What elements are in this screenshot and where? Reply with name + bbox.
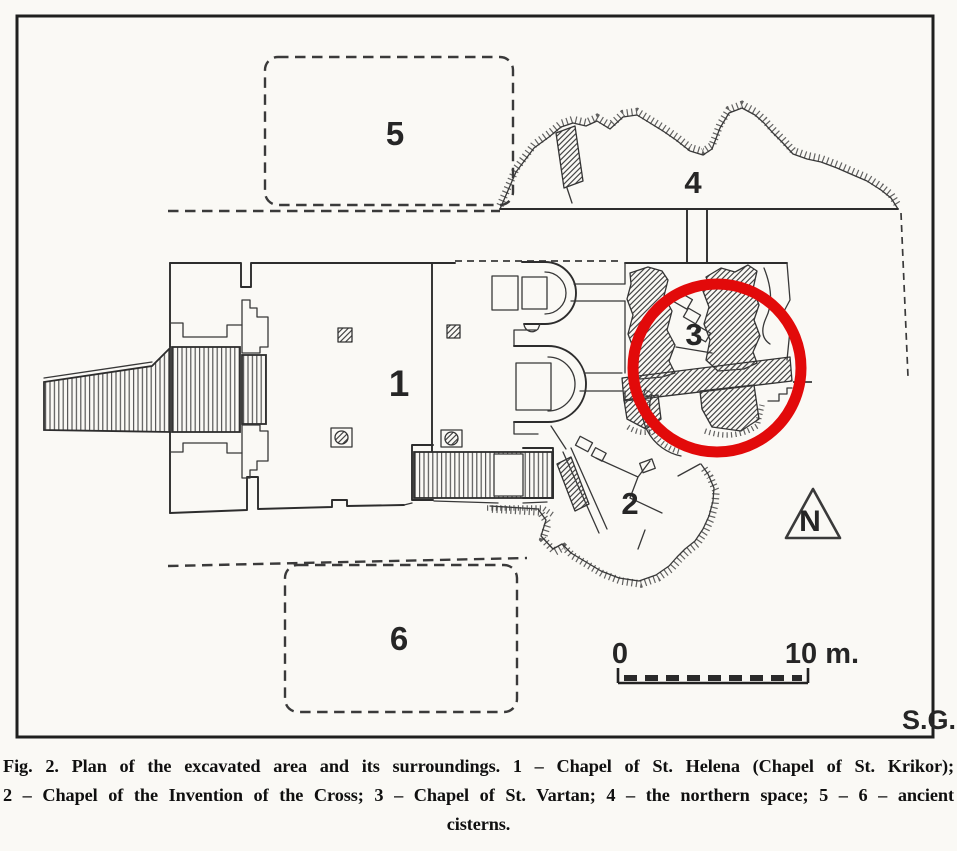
north-arrow: N bbox=[784, 487, 842, 540]
rock-edge-hatching bbox=[496, 100, 902, 208]
pillar-tail bbox=[566, 187, 573, 204]
south-stair-band bbox=[413, 451, 554, 499]
cave-edge-hatching bbox=[491, 464, 720, 588]
chapel1-south-wall bbox=[169, 476, 405, 514]
chapel-st-helena-1: 1 bbox=[43, 260, 623, 514]
north-apse-inner bbox=[544, 271, 567, 315]
fallen-pillar bbox=[555, 125, 584, 189]
cistern-6-label: 6 bbox=[390, 620, 408, 657]
highlight-circle bbox=[627, 278, 807, 458]
rock-lobe-east bbox=[699, 384, 760, 432]
rock-fringe-west bbox=[626, 423, 663, 435]
north-apse-outer bbox=[521, 261, 577, 325]
scale-end-label: 10 m. bbox=[785, 638, 859, 670]
south-apse-outer bbox=[513, 345, 587, 423]
chapel2-label: 2 bbox=[621, 486, 638, 521]
north-corridor bbox=[570, 283, 626, 302]
northern-space-label: 4 bbox=[684, 165, 702, 200]
south-apse-altar bbox=[515, 362, 552, 411]
outer-staircase bbox=[43, 345, 171, 433]
excavation-plan-figure: 5 6 4 bbox=[15, 14, 956, 739]
south-apse-steps bbox=[513, 421, 567, 450]
wall-remain-line bbox=[675, 346, 713, 354]
caption-line-3: cisterns. bbox=[446, 814, 511, 834]
stair-landing bbox=[493, 453, 524, 497]
pier-hatched-nw bbox=[337, 327, 353, 343]
scale-bar: 0 10 m. bbox=[612, 638, 859, 685]
wall-pier bbox=[686, 208, 708, 263]
stair-top-edge bbox=[43, 361, 153, 379]
cistern-6: 6 bbox=[283, 563, 519, 714]
chapel1-label: 1 bbox=[389, 363, 410, 404]
north-apse-altar bbox=[521, 276, 548, 310]
east-dashed-line bbox=[900, 212, 909, 378]
rock-edge-line bbox=[499, 107, 899, 210]
inner-staircase bbox=[171, 346, 241, 433]
lower-cross-pier bbox=[241, 424, 269, 479]
stair-east-bracket bbox=[522, 447, 554, 499]
north-arrow-triangle bbox=[784, 487, 842, 540]
caption-line-1: Fig. 2. Plan of the excavated area and i… bbox=[3, 756, 954, 776]
northern-space-4: 4 bbox=[496, 100, 909, 378]
upper-wall-step bbox=[169, 322, 243, 338]
cistern-5-outline bbox=[263, 55, 515, 207]
wall-remain-2 bbox=[682, 307, 702, 325]
pier-hatched-ne bbox=[446, 324, 461, 339]
chapel1-apses bbox=[491, 261, 626, 450]
north-side-room bbox=[491, 275, 519, 311]
cave-wall-remain-1 bbox=[574, 435, 594, 453]
cave-hatched-wedge bbox=[556, 456, 590, 512]
apse-step-niche bbox=[513, 323, 541, 347]
stair-west-bracket bbox=[411, 444, 434, 501]
figure-caption: Fig. 2. Plan of the excavated area and i… bbox=[0, 752, 957, 839]
south-staircase bbox=[403, 444, 555, 518]
stair-landing-strip bbox=[241, 354, 267, 425]
rock-band bbox=[621, 356, 793, 402]
column-se bbox=[444, 431, 459, 446]
wall-remain-3 bbox=[692, 325, 712, 343]
caption-line-2: 2 – Chapel of the Invention of the Cross… bbox=[3, 785, 954, 805]
small-steps-east bbox=[767, 387, 793, 402]
column-sw bbox=[334, 430, 349, 445]
stair-rock-fringe bbox=[487, 505, 555, 518]
signature: S.G. bbox=[902, 705, 956, 735]
stair-south-wall bbox=[403, 500, 548, 506]
south-apse-inner bbox=[547, 356, 576, 412]
cistern-5: 5 bbox=[263, 55, 515, 207]
upper-cross-pier bbox=[241, 299, 269, 354]
room3-east-curve bbox=[762, 267, 772, 345]
cistern-5-label: 5 bbox=[386, 115, 404, 152]
north-arrow-letter: N bbox=[799, 505, 821, 538]
cave-wall-remain-3 bbox=[639, 458, 656, 474]
figure-border bbox=[15, 14, 935, 739]
chapel1-north-wall bbox=[169, 262, 456, 288]
cistern-6-outline bbox=[283, 563, 519, 714]
scale-bar-line bbox=[616, 668, 810, 685]
cave-edge-line bbox=[489, 463, 715, 582]
south-dashed-line bbox=[167, 556, 528, 568]
chapel3-label: 3 bbox=[685, 317, 702, 352]
cave-inner-walls bbox=[595, 457, 701, 550]
lower-wall-step bbox=[169, 442, 243, 454]
south-corridor bbox=[579, 372, 623, 392]
cave-apse-arc-hatching bbox=[642, 389, 682, 455]
scale-start-label: 0 bbox=[612, 638, 628, 670]
